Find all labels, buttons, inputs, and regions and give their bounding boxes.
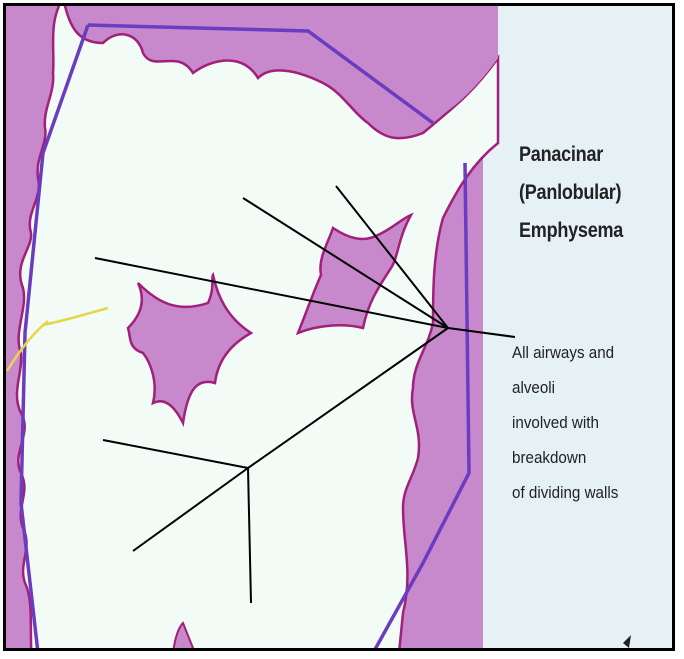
emphysema-illustration (6, 6, 672, 648)
airway-tube (433, 6, 498, 121)
corner-mark (623, 635, 631, 648)
annotation-text: All airways and alveoli involved with br… (512, 344, 619, 502)
figure-frame: Panacinar (Panlobular) Emphysema All air… (3, 3, 675, 651)
airspace-main (15, 6, 500, 648)
lobule-outline-left (19, 24, 90, 648)
tissue-island-left (126, 271, 254, 428)
pointer-lines (94, 185, 516, 604)
yellow-mark (6, 306, 109, 372)
diagram-title: Panacinar (Panlobular) Emphysema (519, 143, 624, 242)
background-right (483, 6, 672, 648)
tissue-island-bottom (172, 621, 195, 648)
lobule-outline-right (373, 162, 471, 648)
lobule-outline (87, 23, 435, 125)
